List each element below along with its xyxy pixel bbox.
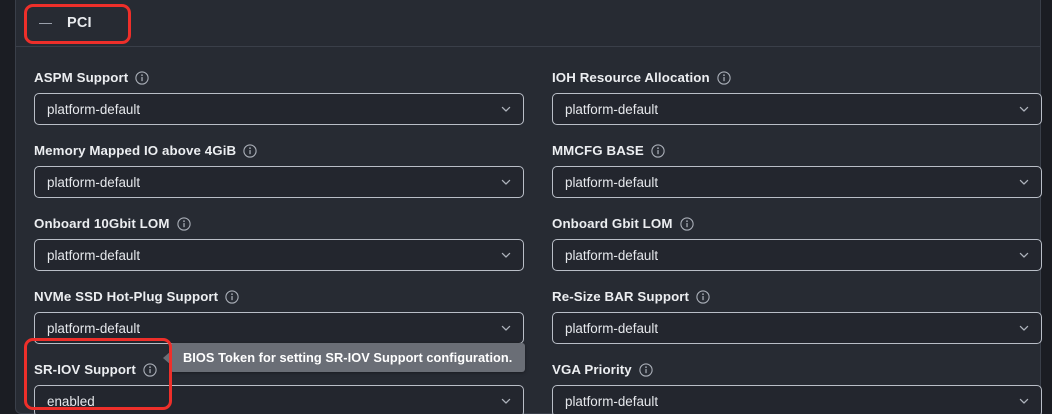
chevron-down-icon <box>1018 249 1030 261</box>
page-title: PCI <box>67 15 92 31</box>
field-label: Re-Size BAR Support <box>552 289 689 304</box>
chevron-down-icon <box>1018 103 1030 115</box>
select-aspm-support[interactable]: platform-default <box>34 93 524 125</box>
select-onboard-10gbit-lom[interactable]: platform-default <box>34 239 524 271</box>
pci-collapse-toggle[interactable]: PCI <box>34 11 102 35</box>
field-re-size-bar-support: Re-Size BAR Support platform-default <box>552 278 1042 351</box>
field-label: SR-IOV Support <box>34 362 136 377</box>
minus-icon <box>38 16 53 31</box>
field-label: IOH Resource Allocation <box>552 70 710 85</box>
info-icon[interactable] <box>177 217 191 231</box>
field-mmcfg-base: MMCFG BASE platform-default <box>552 132 1042 205</box>
info-icon[interactable] <box>639 363 653 377</box>
select-value: platform-default <box>47 248 140 263</box>
tooltip-text: BIOS Token for setting SR-IOV Support co… <box>183 350 512 365</box>
field-label: ASPM Support <box>34 70 128 85</box>
tooltip-arrow-icon <box>163 351 171 365</box>
label-row-ioh-resource-allocation: IOH Resource Allocation <box>552 69 1042 86</box>
select-ioh-resource-allocation[interactable]: platform-default <box>552 93 1042 125</box>
info-icon[interactable] <box>143 363 157 377</box>
select-value: platform-default <box>565 394 658 409</box>
info-icon[interactable] <box>225 290 239 304</box>
chevron-down-icon <box>500 176 512 188</box>
field-vga-priority: VGA Priority platform-default <box>552 351 1042 414</box>
chevron-down-icon <box>1018 395 1030 407</box>
chevron-down-icon <box>500 103 512 115</box>
label-row-onboard-10gbit-lom: Onboard 10Gbit LOM <box>34 215 524 232</box>
select-sr-iov-support[interactable]: enabled <box>34 385 524 414</box>
info-icon[interactable] <box>717 71 731 85</box>
section-header-pci: PCI <box>16 0 1040 47</box>
field-onboard-gbit-lom: Onboard Gbit LOM platform-default <box>552 205 1042 278</box>
select-value: platform-default <box>565 175 658 190</box>
field-memory-mapped-io-above-4gib: Memory Mapped IO above 4GiB platform-defa… <box>34 132 524 205</box>
label-row-memory-mapped-io-above-4gib: Memory Mapped IO above 4GiB <box>34 142 524 159</box>
chevron-down-icon <box>500 395 512 407</box>
chevron-down-icon <box>1018 322 1030 334</box>
label-row-re-size-bar-support: Re-Size BAR Support <box>552 288 1042 305</box>
select-vga-priority[interactable]: platform-default <box>552 385 1042 414</box>
field-onboard-10gbit-lom: Onboard 10Gbit LOM platform-default <box>34 205 524 278</box>
field-nvme-ssd-hot-plug-support: NVMe SSD Hot-Plug Support platform-defaul… <box>34 278 524 351</box>
label-row-mmcfg-base: MMCFG BASE <box>552 142 1042 159</box>
select-mmcfg-base[interactable]: platform-default <box>552 166 1042 198</box>
label-row-onboard-gbit-lom: Onboard Gbit LOM <box>552 215 1042 232</box>
label-row-nvme-ssd-hot-plug-support: NVMe SSD Hot-Plug Support <box>34 288 524 305</box>
select-nvme-ssd-hot-plug-support[interactable]: platform-default <box>34 312 524 344</box>
select-value: enabled <box>47 394 95 409</box>
info-icon[interactable] <box>135 71 149 85</box>
select-onboard-gbit-lom[interactable]: platform-default <box>552 239 1042 271</box>
label-row-aspm-support: ASPM Support <box>34 69 524 86</box>
chevron-down-icon <box>1018 176 1030 188</box>
select-value: platform-default <box>565 321 658 336</box>
select-memory-mapped-io-above-4gib[interactable]: platform-default <box>34 166 524 198</box>
tooltip-sr-iov-support: BIOS Token for setting SR-IOV Support co… <box>170 343 525 372</box>
info-icon[interactable] <box>696 290 710 304</box>
select-value: platform-default <box>565 102 658 117</box>
field-label: Onboard Gbit LOM <box>552 216 673 231</box>
field-ioh-resource-allocation: IOH Resource Allocation platform-default <box>552 59 1042 132</box>
select-re-size-bar-support[interactable]: platform-default <box>552 312 1042 344</box>
select-value: platform-default <box>47 102 140 117</box>
info-icon[interactable] <box>651 144 665 158</box>
field-label: MMCFG BASE <box>552 143 644 158</box>
field-aspm-support: ASPM Support platform-default <box>34 59 524 132</box>
field-label: Memory Mapped IO above 4GiB <box>34 143 236 158</box>
field-label: VGA Priority <box>552 362 632 377</box>
select-value: platform-default <box>565 248 658 263</box>
info-icon[interactable] <box>680 217 694 231</box>
label-row-vga-priority: VGA Priority <box>552 361 1042 378</box>
field-label: NVMe SSD Hot-Plug Support <box>34 289 218 304</box>
chevron-down-icon <box>500 249 512 261</box>
chevron-down-icon <box>500 322 512 334</box>
field-label: Onboard 10Gbit LOM <box>34 216 170 231</box>
select-value: platform-default <box>47 321 140 336</box>
info-icon[interactable] <box>243 144 257 158</box>
select-value: platform-default <box>47 175 140 190</box>
